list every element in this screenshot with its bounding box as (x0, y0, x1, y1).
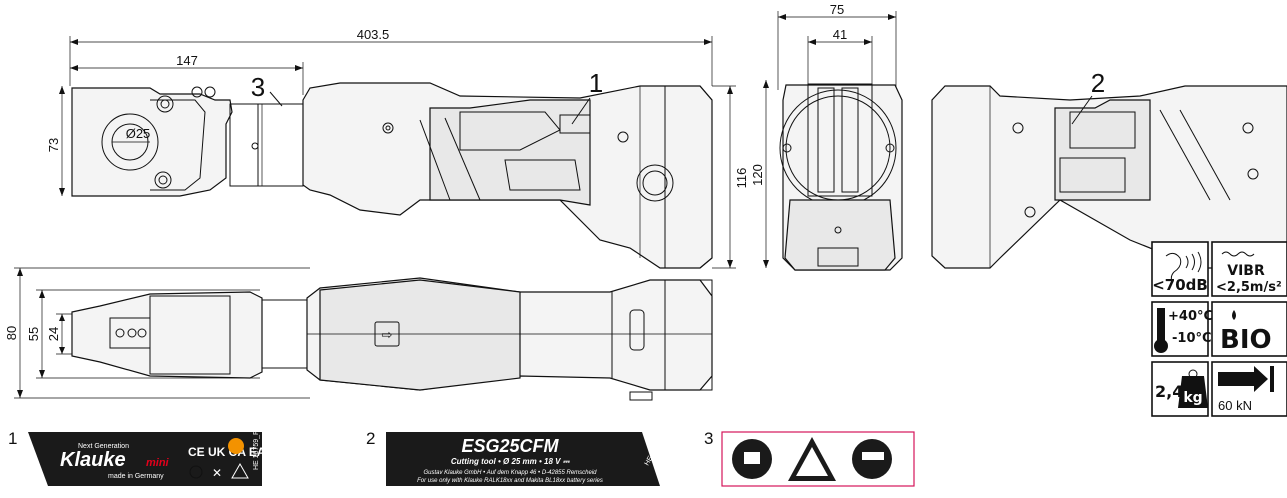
dim-top-width-inner: 24 (46, 327, 61, 341)
noise-icon (1151, 241, 1209, 297)
plate-1-number: 1 (8, 429, 17, 448)
weee-icon: ✕ (212, 466, 222, 480)
plate-1-made: made in Germany (108, 473, 164, 480)
bio-label: BIO (1220, 325, 1272, 355)
plate-2-title: ESG25CFM (461, 436, 559, 456)
dim-body-height: 116 (734, 168, 749, 189)
temp-max: +40°C (1168, 309, 1213, 324)
dim-head-length: 147 (176, 53, 198, 68)
plate-2-code: HE 16846_C (644, 429, 670, 467)
dim-overall-length: 403.5 (357, 27, 390, 42)
dim-jaw-diameter: Ø25 (126, 126, 151, 141)
rear-view: 2 (931, 68, 1287, 269)
plate-3-number: 3 (704, 429, 713, 448)
force-icon (1211, 361, 1287, 417)
dim-front-width: 75 (830, 2, 844, 17)
plate-1-mini: mini (146, 457, 170, 469)
plate-2-line2: Gustav Klauke GmbH • Auf dem Knapp 46 • … (423, 470, 597, 476)
vibration-icon (1211, 241, 1287, 297)
dim-top-width-mid: 55 (26, 327, 41, 341)
label-plate-1: 1 Next Generation Klauke mini made in Ge… (8, 429, 275, 486)
force-value: 60 kN (1218, 398, 1252, 413)
label-plate-3: 3 (704, 429, 915, 487)
plate-1-code: HE 16759_F (253, 431, 260, 470)
weight-unit: kg (1183, 390, 1202, 406)
spec-icons: <70dB VIBR <2,5m/s² +40°C -10°C BIO 2,4 … (1151, 241, 1287, 417)
side-view: 403.5 147 73 Ø25 (46, 27, 749, 269)
vibration-title: VIBR (1227, 263, 1265, 279)
vibration-value: <2,5m/s² (1216, 280, 1282, 295)
noise-value: <70dB (1152, 276, 1208, 294)
dim-front-inner-width: 41 (833, 27, 847, 42)
weight-value: 2,4 (1155, 382, 1183, 401)
callout-3: 3 (251, 72, 265, 102)
top-view: 80 55 24 ⇨ (4, 267, 713, 401)
callout-1: 1 (589, 68, 603, 98)
heart-icon (189, 465, 203, 479)
front-view: 75 41 120 (750, 2, 903, 271)
dim-front-height: 120 (750, 164, 765, 186)
temp-min: -10°C (1172, 331, 1212, 346)
dim-head-height: 73 (46, 138, 61, 152)
plate-2-line1: Cutting tool • Ø 25 mm • 18 V ⎓ (451, 457, 571, 466)
plate-1-small: Next Generation (78, 443, 129, 450)
bio-oil-icon (1211, 301, 1287, 357)
svg-text:⇨: ⇨ (382, 328, 393, 343)
rcm-icon (231, 462, 249, 479)
callout-2: 2 (1091, 68, 1105, 98)
badge-50-icon (228, 438, 244, 454)
plate-2-number: 2 (366, 429, 375, 448)
dim-top-width-outer: 80 (4, 326, 19, 340)
plate-2-line3: For use only with Klauke RALK18xx and Ma… (417, 478, 603, 484)
label-plate-2: 2 ESG25CFM Cutting tool • Ø 25 mm • 18 V… (366, 429, 670, 486)
plate-1-brand: Klauke (60, 449, 126, 471)
